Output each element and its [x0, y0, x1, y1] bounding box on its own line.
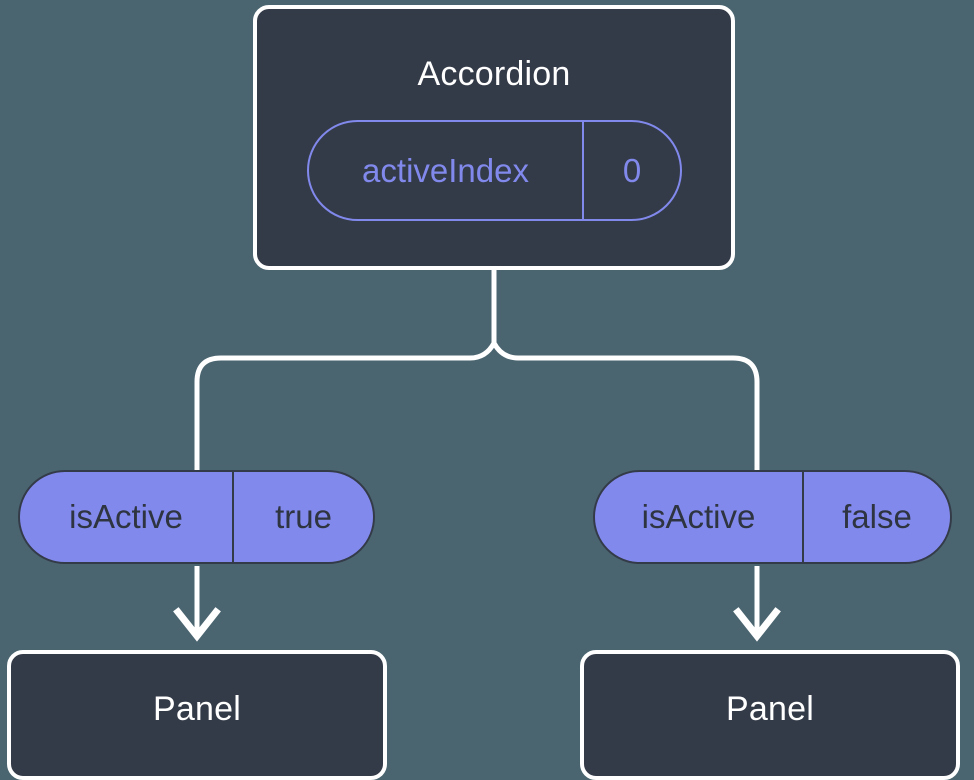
branch-line-left	[194, 340, 497, 473]
state-pill-key: activeIndex	[362, 151, 529, 189]
prop-pill-is-active-true[interactable]: isActive true	[18, 470, 375, 564]
arrow-head-right	[733, 607, 781, 642]
panel-title-right: Panel	[726, 690, 814, 728]
prop-pill-value: true	[232, 472, 373, 562]
prop-pill-key: isActive	[641, 498, 756, 535]
state-pill-active-index[interactable]: activeIndex 0	[307, 120, 682, 221]
panel-title-left: Panel	[153, 690, 241, 728]
accordion-title: Accordion	[417, 55, 571, 93]
panel-component-box-left[interactable]: Panel	[7, 650, 387, 780]
prop-pill-value: false	[802, 472, 950, 562]
branch-line-right	[491, 340, 760, 473]
prop-pill-is-active-false[interactable]: isActive false	[593, 470, 952, 564]
arrow-head-left	[173, 607, 221, 642]
prop-pill-key: isActive	[69, 498, 183, 535]
state-pill-value: 0	[582, 122, 680, 219]
panel-component-box-right[interactable]: Panel	[580, 650, 960, 780]
